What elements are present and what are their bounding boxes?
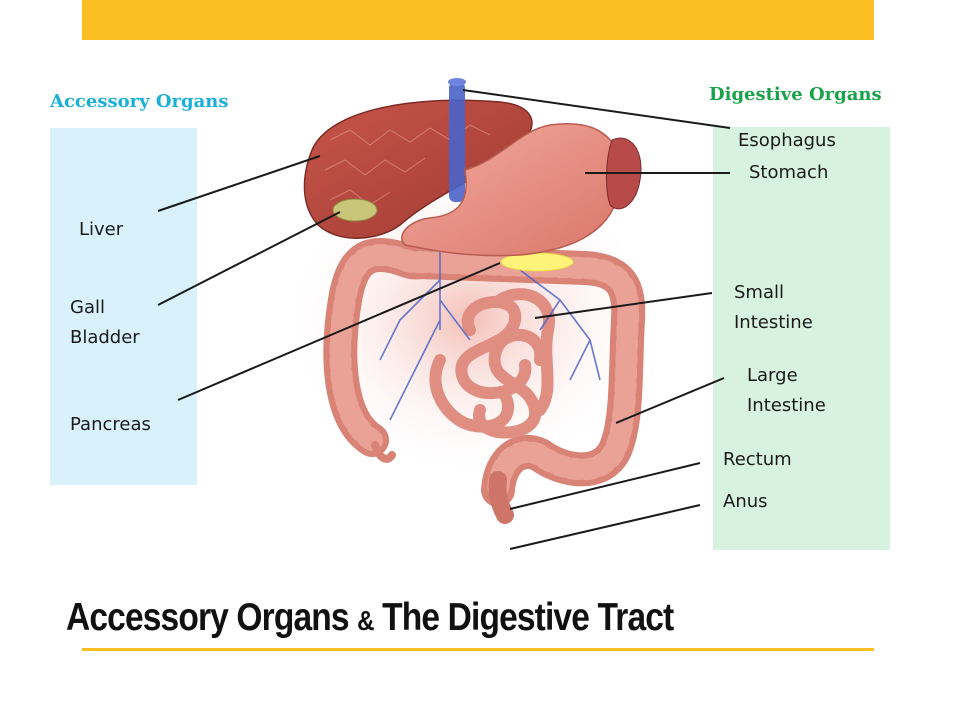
small-intestine-shape bbox=[429, 288, 555, 439]
accessory-organs-heading: Accessory Organs bbox=[50, 91, 229, 112]
gallbladder-shape bbox=[332, 198, 378, 222]
pancreas-label: Pancreas bbox=[70, 414, 151, 435]
appendix-shape bbox=[371, 441, 396, 463]
stomach-shape bbox=[401, 123, 622, 257]
leader-line-rectum bbox=[509, 462, 701, 510]
digestive-organs-panel bbox=[713, 127, 890, 550]
leader-line-gallbladder bbox=[157, 211, 341, 306]
digestive-organs-heading: Digestive Organs bbox=[709, 84, 882, 105]
accessory-organs-panel bbox=[50, 128, 197, 485]
rectum-label: Rectum bbox=[723, 449, 792, 470]
leader-line-small-intestine bbox=[534, 292, 713, 319]
esophagus-shape bbox=[449, 82, 465, 202]
leader-lines bbox=[157, 89, 731, 550]
esophagus-label: Esophagus bbox=[738, 130, 836, 151]
slide-title: Accessory Organs & The Digestive Tract bbox=[66, 596, 674, 640]
gallbladder-label: Gall Bladder bbox=[70, 297, 140, 348]
title-part-2: The Digestive Tract bbox=[373, 596, 674, 639]
liver-label: Liver bbox=[79, 219, 124, 240]
small-intestine-label: Small Intestine bbox=[734, 282, 813, 333]
blood-vessels bbox=[379, 240, 601, 421]
large-intestine-label: Large Intestine bbox=[747, 365, 826, 416]
stomach-label: Stomach bbox=[749, 162, 829, 183]
large-intestine-shape bbox=[323, 237, 646, 507]
leader-line-liver bbox=[157, 155, 321, 212]
top-accent-bar bbox=[82, 0, 874, 40]
leader-line-anus bbox=[509, 504, 701, 550]
leader-line-esophagus bbox=[462, 89, 731, 129]
anus-label: Anus bbox=[723, 491, 768, 512]
leader-line-pancreas bbox=[177, 262, 501, 401]
title-part-1: Accessory Organs bbox=[66, 596, 358, 639]
title-underline bbox=[82, 648, 874, 651]
leader-line-large-intestine bbox=[615, 377, 725, 424]
title-ampersand: & bbox=[357, 605, 374, 636]
rectum-shape bbox=[488, 471, 514, 524]
